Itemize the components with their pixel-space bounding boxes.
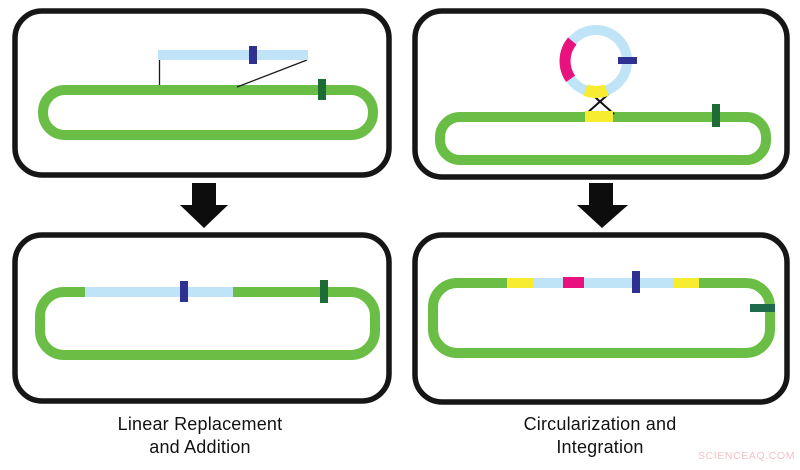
caption-circularization: Circularization and Integration: [450, 413, 750, 459]
panel-border: [412, 232, 790, 405]
arrow-head: [577, 205, 628, 228]
caption-linear-replacement: Linear Replacement and Addition: [50, 413, 350, 459]
fragment-marker-navy: [249, 46, 257, 64]
chromosome-marker-darkgreen: [712, 104, 720, 127]
caption-line: Integration: [556, 437, 644, 457]
chromosome-marker-teal: [750, 304, 775, 312]
plasmid-homology-site: [583, 84, 609, 98]
caption-line: Circularization and: [523, 414, 677, 434]
arrow-head: [180, 205, 228, 228]
panel-top-left: [12, 8, 392, 178]
watermark: SCIENCEAQ.COM: [698, 450, 796, 462]
caption-line: Linear Replacement: [117, 414, 283, 434]
arrow-down-right: [577, 183, 628, 228]
plasmid-marker-magenta: [559, 37, 577, 82]
linear-dna-fragment: [158, 50, 308, 60]
caption-line: and Addition: [149, 437, 251, 457]
chromosome-loop: [38, 85, 378, 140]
panel-top-right: [412, 8, 790, 180]
homology-site-left: [507, 278, 534, 288]
chromosome-marker-darkgreen: [320, 280, 328, 303]
chromosome-homology-site: [585, 111, 613, 122]
homology-line-right: [236, 59, 308, 88]
homology-site-right: [673, 278, 699, 288]
integrated-plasmid-backbone: [534, 278, 673, 288]
arrow-down-left: [180, 183, 228, 228]
insert-marker-magenta: [563, 277, 584, 288]
panel-border: [12, 232, 392, 404]
plasmid-marker-navy: [618, 57, 637, 64]
insert-marker-navy: [180, 281, 188, 302]
arrow-shaft: [589, 183, 613, 206]
chromosome-marker-darkgreen: [318, 79, 326, 100]
panel-bottom-right: [412, 232, 790, 405]
arrow-shaft: [192, 183, 216, 206]
integrated-insert: [85, 287, 233, 297]
insert-marker-navy: [632, 271, 640, 293]
panel-bottom-left: [12, 232, 392, 404]
